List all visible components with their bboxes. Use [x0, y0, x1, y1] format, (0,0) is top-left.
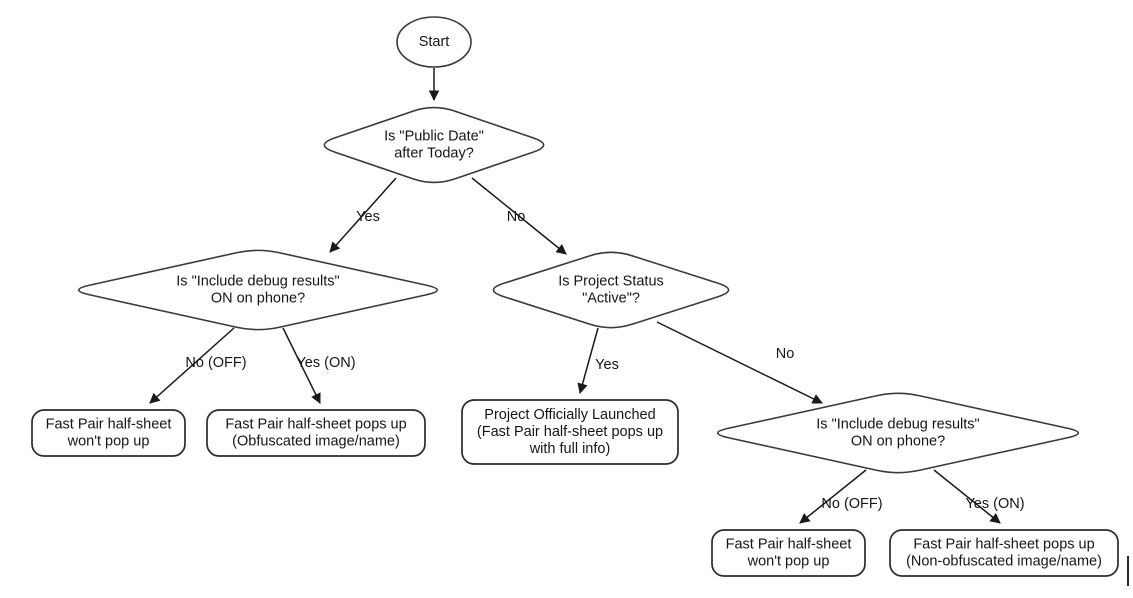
right-no-off-result-label-line: won't pop up	[747, 553, 830, 569]
node-project-status-decision[interactable]: Is Project Status"Active"?	[492, 251, 730, 329]
edge-right-debug-no-off	[799, 469, 867, 524]
debug-results-right-decision-label-line: Is "Include debug results"	[816, 416, 979, 432]
project-launched-result-shape	[461, 399, 679, 465]
node-public-date-decision[interactable]: Is "Public Date"after Today?	[323, 106, 545, 184]
debug-results-right-decision-label-line: ON on phone?	[851, 433, 945, 449]
right-yes-on-result-label-line: (Non-obfuscated image/name)	[906, 553, 1102, 569]
edge-label-right-debug-yes-on: Yes (ON)	[965, 496, 1024, 512]
edge-label-public-date-yes: Yes	[356, 209, 380, 225]
node-project-launched-result[interactable]: Project Officially Launched(Fast Pair ha…	[461, 399, 679, 465]
edge-label-right-debug-no-off: No (OFF)	[821, 496, 882, 512]
start-shape	[396, 16, 472, 68]
node-debug-results-right-decision[interactable]: Is "Include debug results"ON on phone?	[716, 392, 1080, 474]
project-status-decision-shape	[492, 251, 730, 329]
start-label-line: Start	[419, 34, 450, 50]
left-no-off-result-label-line: won't pop up	[67, 433, 150, 449]
right-no-off-result-shape	[711, 529, 866, 577]
edges-layer	[149, 68, 1001, 524]
right-yes-on-result-shape	[889, 529, 1119, 577]
edge-label-public-date-no: No	[507, 209, 526, 225]
project-launched-result-label-line: with full info)	[529, 441, 611, 457]
node-left-yes-on-result[interactable]: Fast Pair half-sheet pops up(Obfuscated …	[206, 409, 426, 457]
edge-label-project-status-yes: Yes	[595, 357, 619, 373]
public-date-decision-label-line: after Today?	[394, 145, 474, 161]
project-status-decision-label-line: Is Project Status	[558, 273, 664, 289]
project-status-decision-label-line: "Active"?	[582, 290, 640, 306]
right-yes-on-result-label-line: Fast Pair half-sheet pops up	[913, 536, 1094, 552]
left-yes-on-result-label-line: (Obfuscated image/name)	[232, 433, 400, 449]
left-no-off-result-label-line: Fast Pair half-sheet	[46, 416, 172, 432]
project-launched-result-label-line: (Fast Pair half-sheet pops up	[477, 424, 663, 440]
node-debug-results-left-decision[interactable]: Is "Include debug results"ON on phone?	[77, 249, 439, 331]
debug-results-left-decision-shape	[77, 249, 439, 331]
edge-right-debug-yes-on	[933, 469, 1001, 524]
left-no-off-result-shape	[31, 409, 186, 457]
edge-public-date-yes	[329, 177, 397, 253]
left-yes-on-result-label-line: Fast Pair half-sheet pops up	[225, 416, 406, 432]
right-no-off-result-label-line: Fast Pair half-sheet	[726, 536, 852, 552]
debug-results-right-decision-shape	[716, 392, 1080, 474]
edge-left-debug-yes-on	[282, 327, 321, 404]
edge-label-project-status-no: No	[776, 346, 795, 362]
edge-label-left-debug-yes-on: Yes (ON)	[296, 355, 355, 371]
left-yes-on-result-shape	[206, 409, 426, 457]
public-date-decision-shape	[323, 106, 545, 184]
edge-public-date-no	[471, 177, 567, 255]
debug-results-left-decision-label-line: Is "Include debug results"	[176, 273, 339, 289]
edge-left-debug-no-off	[149, 327, 235, 404]
nodes-layer: Start Is "Public Date"after Today? Is "Inc…	[31, 16, 1119, 577]
edge-project-status-yes	[577, 327, 599, 395]
debug-results-left-decision-label-line: ON on phone?	[211, 290, 305, 306]
node-right-yes-on-result[interactable]: Fast Pair half-sheet pops up(Non-obfusca…	[889, 529, 1119, 577]
edge-project-status-no	[656, 321, 823, 404]
public-date-decision-label-line: Is "Public Date"	[384, 128, 484, 144]
node-start[interactable]: Start	[396, 16, 472, 68]
project-launched-result-label-line: Project Officially Launched	[484, 407, 655, 423]
edge-label-left-debug-no-off: No (OFF)	[185, 355, 246, 371]
